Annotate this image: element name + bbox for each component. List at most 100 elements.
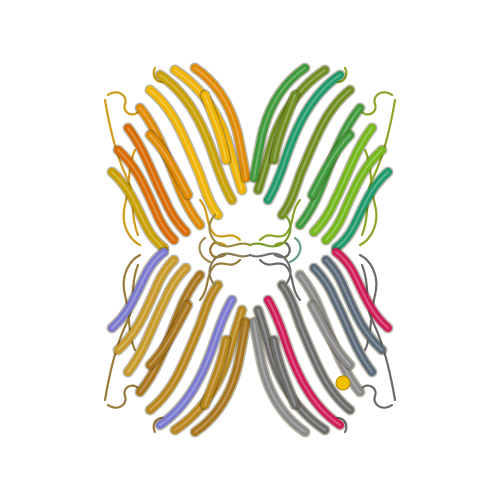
- beta-strand: [156, 71, 236, 204]
- beta-strand-highlight: [194, 67, 247, 179]
- beta-strand-highlight: [325, 149, 383, 241]
- beta-strand: [310, 264, 376, 376]
- beta-strand: [146, 86, 222, 219]
- beta-strand-highlight: [299, 274, 361, 393]
- beta-strand-highlight: [311, 304, 351, 366]
- beta-strand-highlight: [257, 69, 326, 191]
- beta-strand: [250, 318, 309, 436]
- beta-strand: [296, 271, 364, 396]
- beta-strand: [254, 306, 329, 434]
- beta-strand: [146, 301, 192, 369]
- coil-segment: [106, 91, 140, 116]
- beta-strand: [310, 124, 376, 236]
- beta-strand: [124, 264, 190, 376]
- beta-strand-highlight: [139, 274, 201, 393]
- beta-strand: [171, 306, 246, 434]
- central-loop: [198, 236, 212, 264]
- beta-strand: [124, 124, 190, 236]
- beta-strand-highlight: [273, 339, 296, 406]
- beta-strand: [264, 71, 344, 204]
- coil-segment: [360, 98, 397, 237]
- central-loop: [208, 213, 252, 248]
- beta-strand: [322, 146, 386, 244]
- coil-segment: [103, 263, 140, 402]
- beta-strand-highlight: [149, 89, 219, 216]
- beta-strand: [146, 131, 192, 199]
- beta-strand-highlight: [111, 251, 165, 329]
- beta-strand: [332, 168, 392, 252]
- beta-strand: [114, 256, 178, 354]
- beta-strand-highlight: [257, 309, 326, 431]
- beta-strand-highlight: [149, 284, 219, 411]
- beta-strand: [146, 281, 222, 414]
- beta-strand-highlight: [159, 299, 233, 426]
- beta-strand: [201, 336, 230, 409]
- beta-strand-highlight: [267, 299, 341, 426]
- coil-segment: [258, 258, 302, 302]
- coil-segment: [209, 240, 227, 259]
- beta-strand-highlight: [325, 259, 383, 351]
- beta-strand-highlight: [335, 251, 389, 329]
- central-loop: [288, 236, 302, 264]
- coil-segment: [360, 91, 394, 116]
- coil-segment: [106, 384, 140, 409]
- beta-strand-highlight: [127, 127, 187, 233]
- chain-d-ribbon: [248, 240, 397, 438]
- beta-strand-highlight: [267, 74, 341, 201]
- beta-strand: [270, 336, 299, 409]
- beta-strand-highlight: [139, 107, 201, 226]
- beta-strand-highlight: [117, 259, 175, 351]
- beta-strand-highlight: [194, 321, 247, 433]
- coil-segment: [273, 240, 291, 259]
- beta-strand: [136, 271, 204, 396]
- beta-strand-highlight: [281, 89, 351, 216]
- beta-strand-highlight: [204, 339, 227, 406]
- beta-strand-highlight: [273, 94, 296, 161]
- beta-strand: [201, 91, 230, 164]
- beta-strand: [322, 256, 386, 354]
- coil-segment: [360, 384, 394, 409]
- beta-strand: [171, 66, 246, 194]
- ligand-sphere: [335, 375, 351, 391]
- beta-strand-highlight: [311, 134, 351, 196]
- beta-strand: [156, 296, 236, 429]
- central-loop: [248, 213, 292, 248]
- beta-strand: [270, 91, 299, 164]
- beta-strand-highlight: [149, 134, 189, 196]
- chain-a-ribbon: [103, 62, 252, 260]
- beta-strand-highlight: [127, 267, 187, 373]
- coil-segment: [198, 258, 242, 302]
- central-loops: [198, 213, 302, 287]
- coil-segment: [103, 98, 140, 237]
- beta-strand: [332, 248, 392, 332]
- chain-c-ribbon: [103, 240, 252, 438]
- beta-strand: [278, 86, 354, 219]
- beta-strand-highlight: [253, 321, 306, 433]
- beta-strand-highlight: [313, 267, 373, 373]
- beta-strand: [114, 146, 178, 244]
- beta-strand-highlight: [253, 67, 306, 179]
- central-loop: [248, 252, 292, 287]
- chain-b-ribbon: [248, 62, 397, 260]
- beta-strand: [191, 64, 250, 182]
- beta-strand-highlight: [174, 69, 243, 191]
- beta-strand: [108, 168, 168, 252]
- beta-strand-highlight: [117, 149, 175, 241]
- beta-strand: [254, 66, 329, 194]
- beta-strand: [308, 301, 354, 369]
- coil-segment: [198, 198, 242, 242]
- beta-strand-highlight: [299, 107, 361, 226]
- beta-strand-highlight: [174, 309, 243, 431]
- coil-segment: [258, 198, 302, 242]
- beta-strand-highlight: [313, 127, 373, 233]
- beta-strand-highlight: [281, 284, 351, 411]
- beta-strand: [191, 318, 250, 436]
- coil-segment: [360, 263, 397, 402]
- beta-strand-highlight: [111, 171, 165, 249]
- beta-strand-highlight: [149, 304, 189, 366]
- beta-strand-highlight: [159, 74, 233, 201]
- beta-strand: [278, 281, 354, 414]
- beta-strand: [250, 64, 309, 182]
